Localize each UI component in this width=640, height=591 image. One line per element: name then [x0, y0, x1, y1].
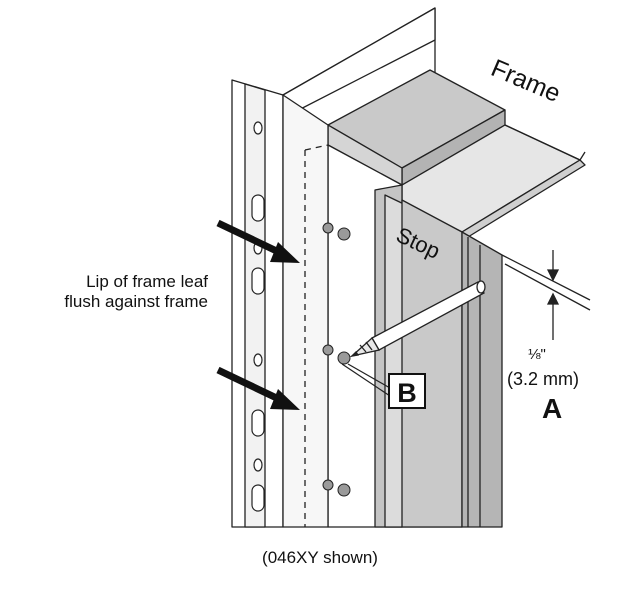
callout-b-leader: [341, 363, 391, 397]
figure-caption: (046XY shown): [262, 548, 378, 567]
gap-fraction-label: ⅛": [528, 346, 546, 363]
dimension-a: [501, 250, 591, 340]
leaf-slots: [251, 121, 265, 512]
gap-metric-label: (3.2 mm): [507, 369, 579, 389]
lip-label-line1: Lip of frame leaf: [86, 272, 208, 291]
frame-leaf: [231, 79, 329, 528]
pencil-icon: [349, 280, 486, 358]
arrow-icon-lower: [216, 366, 300, 410]
callout-b: B: [388, 373, 426, 409]
arrow-icon-upper: [216, 219, 300, 263]
frame-jamb: [327, 144, 503, 528]
lip-flush-label: Lip of frame leaf flush against frame: [6, 272, 208, 311]
callout-a: A: [542, 393, 563, 424]
screw-holes: [322, 222, 351, 497]
lip-label-line2: flush against frame: [64, 291, 208, 311]
